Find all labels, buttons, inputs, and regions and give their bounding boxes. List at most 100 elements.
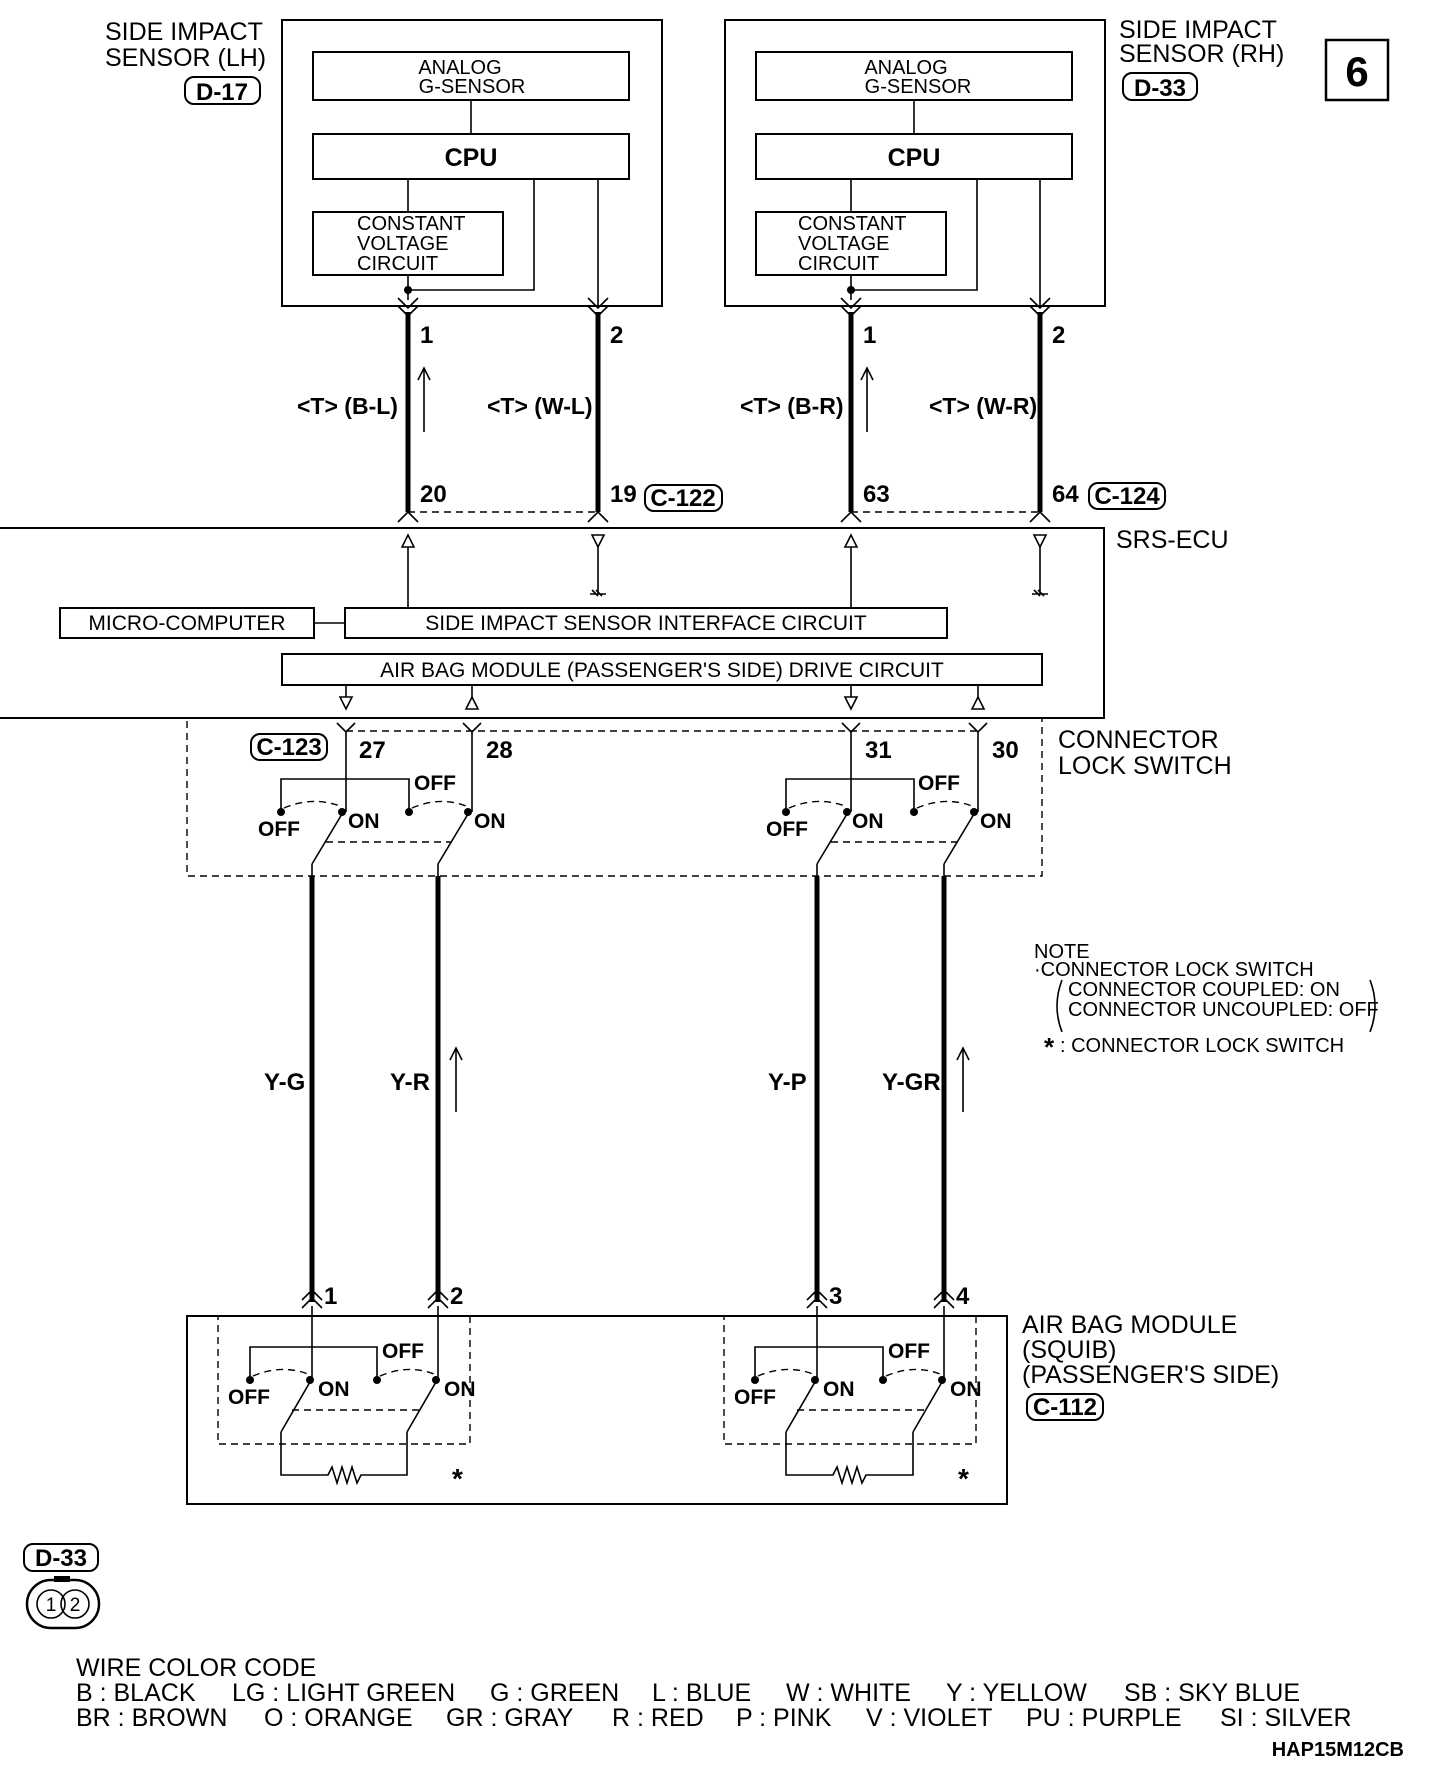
note: NOTE ·CONNECTOR LOCK SWITCH CONNECTOR CO… [1034, 941, 1379, 1062]
wcc-w: W : WHITE [786, 1679, 911, 1707]
note-line-1: ·CONNECTOR LOCK SWITCH [1034, 959, 1314, 981]
wire-label-y-p: Y-P [768, 1069, 807, 1096]
note-line-4: : CONNECTOR LOCK SWITCH [1060, 1035, 1344, 1057]
airbag-pin-4: 4 [956, 1283, 970, 1310]
pin-30: 30 [992, 737, 1019, 764]
wire-label-y-g: Y-G [264, 1069, 305, 1096]
airbag-title-1: AIR BAG MODULE [1022, 1311, 1237, 1339]
on-label: ON [852, 810, 884, 833]
wire-label-b-r: <T> (B-R) [740, 393, 844, 419]
connector-tag-c123 [250, 733, 328, 761]
wire-color-title: WIRE COLOR CODE [76, 1654, 316, 1682]
airbag-pin-3: 3 [829, 1283, 842, 1310]
wire-label-w-l: <T> (W-L) [487, 393, 593, 419]
sensor-rh-gsensor-2: G-SENSOR [865, 76, 972, 98]
connector-tag-c122 [644, 484, 723, 512]
wcc-b: B : BLACK [76, 1679, 196, 1707]
connector-lock-switch: CONNECTOR LOCK SWITCH C-123 27 28 31 30 … [186, 717, 1232, 877]
pin-28: 28 [486, 737, 513, 764]
current-arrow-icon [449, 1046, 463, 1112]
pin-31: 31 [865, 737, 892, 764]
sensor-rh: SIDE IMPACT SENSOR (RH) D-33 ANALOG G-SE… [724, 16, 1284, 307]
sensor-rh-box [724, 19, 1106, 307]
wcc-pu: PU : PURPLE [1026, 1704, 1182, 1732]
on-label: ON [474, 810, 506, 833]
ecu-pin-19: 19 [610, 481, 637, 508]
sensor-rh-connector: D-33 [1134, 75, 1186, 102]
connector-view-pin1: 1 [46, 1595, 57, 1616]
connector-c124: C-124 [1094, 483, 1160, 510]
drive-circuit: AIR BAG MODULE (PASSENGER'S SIDE) DRIVE … [380, 659, 944, 682]
airbag-star: * [958, 1463, 969, 1494]
off-label: OFF [918, 772, 960, 795]
connector-tag-d17 [184, 76, 261, 105]
sensor-rh-pin-2: 2 [1052, 322, 1065, 349]
sensor-lh-title-2: SENSOR (LH) [105, 44, 266, 72]
wire-label-y-r: Y-R [390, 1069, 430, 1096]
on-label: ON [444, 1378, 476, 1401]
current-arrow-icon [956, 1046, 970, 1112]
upper-wires: 1 2 1 2 <T> (B-L) <T> (W-L) <T> (B-R) <T… [297, 297, 1166, 523]
sensor-lh-cpu: CPU [445, 144, 498, 172]
lower-wires: Y-G Y-R Y-P Y-GR 1 2 3 4 [264, 876, 970, 1310]
off-label: OFF [382, 1340, 424, 1363]
wcc-si: SI : SILVER [1220, 1704, 1352, 1732]
srs-ecu-label: SRS-ECU [1116, 526, 1229, 554]
sensor-lh-connector: D-17 [196, 79, 248, 106]
connector-tag-d33-rh [1122, 72, 1198, 101]
sensor-rh-cv-3: CIRCUIT [798, 253, 879, 275]
interface-circuit-box [344, 607, 948, 639]
sensor-lh-cv-1: CONSTANT [357, 213, 466, 235]
wcc-lg: LG : LIGHT GREEN [232, 1679, 455, 1707]
airbag-module: AIR BAG MODULE (SQUIB) (PASSENGER'S SIDE… [186, 1306, 1279, 1505]
connector-lock-title-2: LOCK SWITCH [1058, 752, 1232, 780]
airbag-star: * [452, 1463, 463, 1494]
sensor-lh: SIDE IMPACT SENSOR (LH) D-17 ANALOG G-SE… [105, 18, 663, 307]
off-label: OFF [258, 818, 300, 841]
wcc-o: O : ORANGE [264, 1704, 413, 1732]
sensor-rh-gsensor-1: ANALOG [864, 57, 947, 79]
sensor-lh-pin-1: 1 [420, 322, 433, 349]
srs-ecu: SRS-ECU MICRO-COMPUTER SIDE IMPACT SENSO… [0, 526, 1229, 719]
sensor-rh-cpu-box [755, 133, 1073, 180]
squib-resistor-icon [785, 1432, 914, 1486]
wcc-l: L : BLUE [652, 1679, 751, 1707]
micro-computer: MICRO-COMPUTER [88, 612, 285, 635]
sensor-rh-cpu: CPU [888, 144, 941, 172]
note-title: NOTE [1034, 941, 1090, 963]
pin-27: 27 [359, 737, 386, 764]
wcc-p: P : PINK [736, 1704, 832, 1732]
sensor-rh-cv-1: CONSTANT [798, 213, 907, 235]
note-star: * [1044, 1032, 1055, 1062]
connector-c122: C-122 [650, 485, 715, 512]
wcc-r: R : RED [612, 1704, 704, 1732]
sensor-lh-cv-3: CIRCUIT [357, 253, 438, 275]
off-label: OFF [734, 1386, 776, 1409]
on-label: ON [950, 1378, 982, 1401]
connector-view-pin2: 2 [70, 1595, 81, 1616]
sensor-rh-pin-1: 1 [863, 322, 876, 349]
sensor-lh-pin-2: 2 [610, 322, 623, 349]
on-label: ON [318, 1378, 350, 1401]
squib-resistor-icon [280, 1432, 408, 1486]
connector-view-label: D-33 [35, 1545, 87, 1572]
wcc-gr: GR : GRAY [446, 1704, 574, 1732]
connector-tag-c124 [1088, 482, 1166, 510]
wcc-g: G : GREEN [490, 1679, 619, 1707]
interface-circuit: SIDE IMPACT SENSOR INTERFACE CIRCUIT [425, 612, 867, 635]
wire-color-code: WIRE COLOR CODE B : BLACK LG : LIGHT GRE… [76, 1654, 1404, 1761]
sensor-lh-title-1: SIDE IMPACT [105, 18, 263, 46]
off-label: OFF [228, 1386, 270, 1409]
ecu-pin-20: 20 [420, 481, 447, 508]
sensor-rh-title-2: SENSOR (RH) [1119, 40, 1284, 68]
airbag-title-3: (PASSENGER'S SIDE) [1022, 1361, 1279, 1389]
current-arrow-icon [417, 366, 431, 432]
wcc-br: BR : BROWN [76, 1704, 227, 1732]
wcc-sb: SB : SKY BLUE [1124, 1679, 1300, 1707]
connector-lock-title-1: CONNECTOR [1058, 726, 1219, 754]
connector-view-d33: D-33 1 2 [23, 1543, 101, 1630]
wire-label-y-gr: Y-GR [882, 1069, 941, 1096]
on-label: ON [823, 1378, 855, 1401]
page-number-box [1324, 38, 1390, 102]
